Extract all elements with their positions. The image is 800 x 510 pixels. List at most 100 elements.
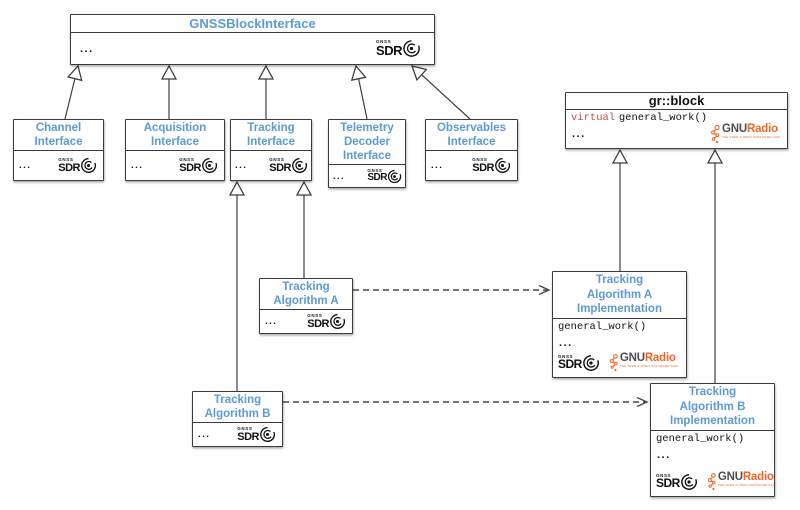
- gnss-sdr-logo-top-text: GNSS: [558, 353, 574, 359]
- method-signature: general_work(): [558, 320, 647, 333]
- gnss-sdr-swirl-icon: [583, 354, 599, 371]
- gnss-sdr-logo-main-text: SDR: [307, 317, 329, 330]
- class-box-gnss-block-interface: GNSSBlockInterface ... GNSS SDR: [70, 14, 435, 65]
- class-title: Tracking Algorithm A Implementation: [553, 272, 686, 319]
- gnss-sdr-logo: GNSS SDR: [269, 157, 308, 174]
- class-title: GNSSBlockInterface: [71, 15, 434, 33]
- gnss-sdr-logo-top-text: GNSS: [237, 426, 253, 432]
- gnuradio-logo-radio-text: Radio: [746, 123, 778, 135]
- gnuradio-logo-radio-text: Radio: [644, 352, 676, 364]
- class-box-observables-interface: Observables Interface ... GNSS SDR: [425, 119, 518, 181]
- gnss-sdr-logo: GNSS SDR: [179, 157, 218, 174]
- method-name: general_work(): [618, 112, 708, 124]
- inheritance-arrow-algo-b-to-tracking-interface: [228, 180, 246, 391]
- inheritance-arrow-impl-b-to-grblock: [706, 148, 724, 383]
- class-title: Observables Interface: [426, 120, 517, 151]
- class-title: Tracking Algorithm B: [193, 392, 282, 423]
- gnuradio-icon: [707, 473, 716, 491]
- gnss-sdr-logo-top-text: GNSS: [58, 157, 74, 163]
- gnuradio-logo: GNURadio THE FREE & OPEN SOFTWARE RADIO …: [707, 471, 776, 491]
- gnuradio-icon: [609, 354, 618, 372]
- gnss-sdr-swirl-icon: [202, 158, 218, 173]
- class-box-acquisition-interface: Acquisition Interface ... GNSS SDR: [125, 119, 225, 181]
- inheritance-arrow-observables-to-root: [410, 65, 471, 120]
- inheritance-arrow-acquisition-to-root: [160, 64, 178, 119]
- class-title: Telemetry Decoder Interface: [329, 120, 405, 165]
- gnss-sdr-logo-main-text: SDR: [367, 172, 387, 184]
- gnuradio-logo-gnu-text: GNU: [717, 471, 743, 483]
- class-box-tracking-algorithm-a: Tracking Algorithm A ... GNSS SDR: [259, 278, 353, 334]
- gnss-sdr-logo-top-text: GNSS: [179, 157, 195, 163]
- class-title: Tracking Algorithm A: [260, 279, 352, 310]
- members-ellipsis: ...: [265, 315, 278, 327]
- gnuradio-logo-tagline: THE FREE & OPEN SOFTWARE RADIO ECOSYSTEM: [717, 484, 776, 487]
- gnuradio-logo-gnu-text: GNU: [619, 352, 645, 364]
- gnss-sdr-logo-top-text: GNSS: [472, 157, 488, 163]
- gnss-sdr-swirl-icon: [403, 40, 420, 57]
- inheritance-arrow-algo-a-to-tracking-interface: [295, 180, 313, 278]
- members-ellipsis: ...: [19, 159, 32, 171]
- gnuradio-logo-tagline: THE FREE & OPEN SOFTWARE RADIO ECOSYSTEM: [722, 136, 780, 139]
- members-ellipsis: ...: [572, 128, 586, 140]
- gnss-sdr-logo-main-text: SDR: [472, 161, 494, 174]
- inheritance-arrow-channel-to-root: [64, 64, 83, 120]
- members-ellipsis: ...: [131, 159, 144, 171]
- class-box-tracking-algorithm-b: Tracking Algorithm B ... GNSS SDR: [192, 391, 283, 447]
- gnuradio-logo: GNURadio THE FREE & OPEN SOFTWARE RADIO …: [710, 123, 780, 144]
- gnss-sdr-logo: GNSS SDR: [558, 354, 600, 372]
- gnss-sdr-swirl-icon: [292, 158, 308, 173]
- gnss-sdr-logo: GNSS SDR: [376, 39, 421, 58]
- gnss-sdr-logo-main-text: SDR: [179, 161, 201, 174]
- inheritance-arrow-telemetry-to-root: [350, 64, 368, 120]
- gnss-sdr-logo-main-text: SDR: [656, 476, 680, 491]
- gnss-sdr-swirl-icon: [387, 169, 402, 183]
- gnuradio-logo-gnu-text: GNU: [722, 123, 747, 135]
- members-ellipsis: ...: [235, 159, 248, 171]
- class-box-channel-interface: Channel Interface ... GNSS SDR: [13, 119, 104, 181]
- members-ellipsis: ...: [80, 42, 94, 55]
- inheritance-arrow-tracking-to-root: [257, 64, 275, 119]
- class-box-tracking-interface: Tracking Interface ... GNSS SDR: [230, 119, 312, 181]
- members-ellipsis: ...: [333, 171, 346, 181]
- class-title: Tracking Algorithm B Implementation: [651, 384, 774, 431]
- class-box-tracking-algorithm-b-implementation: Tracking Algorithm B Implementation gene…: [650, 383, 776, 497]
- virtual-keyword: virtual: [571, 112, 616, 124]
- gnss-sdr-logo-top-text: GNSS: [269, 157, 285, 163]
- gnss-sdr-swirl-icon: [81, 158, 97, 173]
- gnss-sdr-swirl-icon: [681, 473, 697, 490]
- gnss-sdr-logo-main-text: SDR: [376, 42, 402, 58]
- members-ellipsis: ...: [559, 336, 573, 349]
- class-title: Tracking Interface: [231, 120, 311, 151]
- gnuradio-logo: GNURadio THE FREE & OPEN SOFTWARE RADIO …: [609, 352, 678, 372]
- gnss-sdr-logo-main-text: SDR: [58, 161, 80, 174]
- class-title: gr::block: [566, 93, 787, 110]
- gnss-sdr-logo: GNSS SDR: [307, 313, 346, 330]
- class-box-telemetry-decoder-interface: Telemetry Decoder Interface ... GNSS SDR: [328, 119, 406, 188]
- gnss-sdr-logo: GNSS SDR: [472, 157, 511, 174]
- gnuradio-logo-tagline: THE FREE & OPEN SOFTWARE RADIO ECOSYSTEM: [619, 365, 678, 368]
- gnss-sdr-logo: GNSS SDR: [58, 157, 97, 174]
- gnss-sdr-logo-main-text: SDR: [237, 430, 259, 443]
- members-ellipsis: ...: [431, 159, 444, 171]
- inheritance-arrow-impl-a-to-grblock: [611, 148, 629, 271]
- gnss-sdr-logo-main-text: SDR: [558, 357, 582, 372]
- members-ellipsis: ...: [198, 428, 211, 440]
- gnss-sdr-logo: GNSS SDR: [656, 473, 698, 491]
- gnss-sdr-logo: GNSS SDR: [367, 168, 402, 184]
- members-ellipsis: ...: [657, 448, 671, 461]
- dashed-arrow-algo-b-to-impl-b: [283, 396, 649, 408]
- class-title: Channel Interface: [14, 120, 103, 151]
- gnss-sdr-logo-top-text: GNSS: [656, 472, 672, 478]
- method-signature: general_work(): [656, 432, 745, 445]
- class-box-tracking-algorithm-a-implementation: Tracking Algorithm A Implementation gene…: [552, 271, 687, 378]
- gnss-sdr-logo-top-text: GNSS: [376, 39, 392, 45]
- dashed-arrow-algo-a-to-impl-a: [353, 284, 551, 296]
- gnuradio-logo-radio-text: Radio: [742, 471, 774, 483]
- gnss-sdr-logo-top-text: GNSS: [307, 313, 323, 319]
- gnss-sdr-swirl-icon: [495, 158, 511, 173]
- class-title: Acquisition Interface: [126, 120, 224, 151]
